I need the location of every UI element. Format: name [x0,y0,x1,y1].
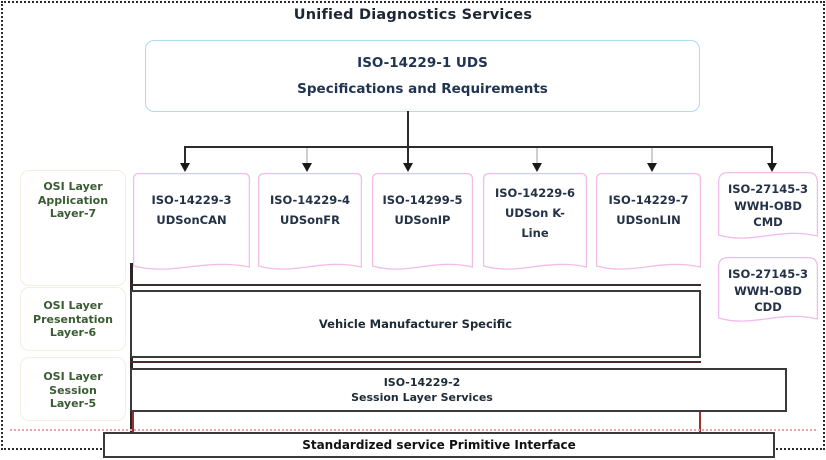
osi-label-line: Presentation [33,312,113,326]
osi-label-line: Layer-6 [49,326,97,339]
arrow-down-icon [647,163,657,172]
box-udsonip: ISO-14299-5 UDSonIP [371,172,474,277]
connector-drop-2 [306,148,308,164]
box-line: UDSonFR [280,213,340,227]
box-udson-kline: ISO-14229-6 UDSon K- Line [482,172,588,277]
connector-crossbar [184,146,773,148]
arrow-down-icon [403,163,413,172]
osi-label-line: Layer-7 [49,207,97,220]
box-line: Vehicle Manufacturer Specific [318,317,513,331]
box-udsonfr: ISO-14229-4 UDSonFR [257,172,363,277]
application-layer-baseline [130,284,701,286]
box-line: ISO-14229-7 [608,193,689,207]
box-line: UDSonIP [394,213,451,227]
osi-label-line: Application [37,193,109,207]
box-line: ISO-14229-4 [269,193,351,207]
gap-red-dotted-line [10,429,816,431]
box-line: CDD [754,300,782,314]
uds-spec-box: ISO-14229-1 UDS Specifications and Requi… [145,40,700,112]
osi-label-line: OSI Layer [43,370,103,383]
box-line: ISO-14299-5 [382,193,463,207]
box-line: UDSonLIN [616,213,681,227]
box-line: ISO-27145-3 [727,267,809,281]
osi-label-line: Session [49,383,97,397]
box-line: CMD [753,215,783,229]
arrow-down-icon [532,163,542,172]
box-line: ISO-27145-3 [727,182,809,196]
gap-right-red-line [699,412,701,432]
box-standardized-service-primitive-interface: Standardized service Primitive Interface [103,432,775,458]
arrow-down-icon [302,163,312,172]
box-line: UDSonCAN [156,213,227,227]
box-udsonlin: ISO-14229-7 UDSonLIN [595,172,702,277]
box-line: WWH-OBD [734,283,802,298]
connector-drop-1 [184,147,186,164]
osi-label-line: OSI Layer [43,180,103,193]
connector-drop-5 [651,148,653,164]
box-line: ISO-14229-2 [383,376,461,389]
box-wwh-obd-cmd: ISO-27145-3 WWH-OBD CMD [717,171,819,246]
box-line: Standardized service Primitive Interface [302,438,576,452]
connector-drop-6 [771,147,773,164]
uds-spec-line2: Specifications and Requirements [297,81,548,97]
arrow-down-icon [767,163,777,172]
osi-label-line: Layer-5 [49,397,97,410]
uds-spec-line1: ISO-14229-1 UDS [357,55,488,71]
presentation-layer-baseline [130,361,701,363]
box-vehicle-manufacturer-specific: Vehicle Manufacturer Specific [130,290,701,358]
box-line: Line [521,226,549,240]
osi-label-session-layer5: OSI Layer Session Layer-5 [20,357,126,421]
box-line: WWH-OBD [734,198,802,213]
box-line: ISO-14229-6 [494,186,576,200]
box-session-layer-services: ISO-14229-2 Session Layer Services [130,368,787,412]
box-udsoncan: ISO-14229-3 UDSonCAN [132,172,251,277]
arrow-down-icon [180,163,190,172]
connector-drop-3 [407,147,409,164]
gap-left-red-line [132,412,134,432]
connector-drop-4 [536,148,538,164]
box-line: UDSon K- [505,206,565,220]
osi-label-line: OSI Layer [43,299,103,312]
osi-label-presentation-layer6: OSI Layer Presentation Layer-6 [20,287,126,351]
box-wwh-obd-cdd: ISO-27145-3 WWH-OBD CDD [717,256,819,329]
osi-label-application-layer7: OSI Layer Application Layer-7 [20,170,126,286]
box-line: ISO-14229-3 [151,193,232,207]
box-line: Session Layer Services [351,391,493,404]
connector-trunk [407,111,409,147]
diagram-title: Unified Diagnostics Services [293,7,533,23]
